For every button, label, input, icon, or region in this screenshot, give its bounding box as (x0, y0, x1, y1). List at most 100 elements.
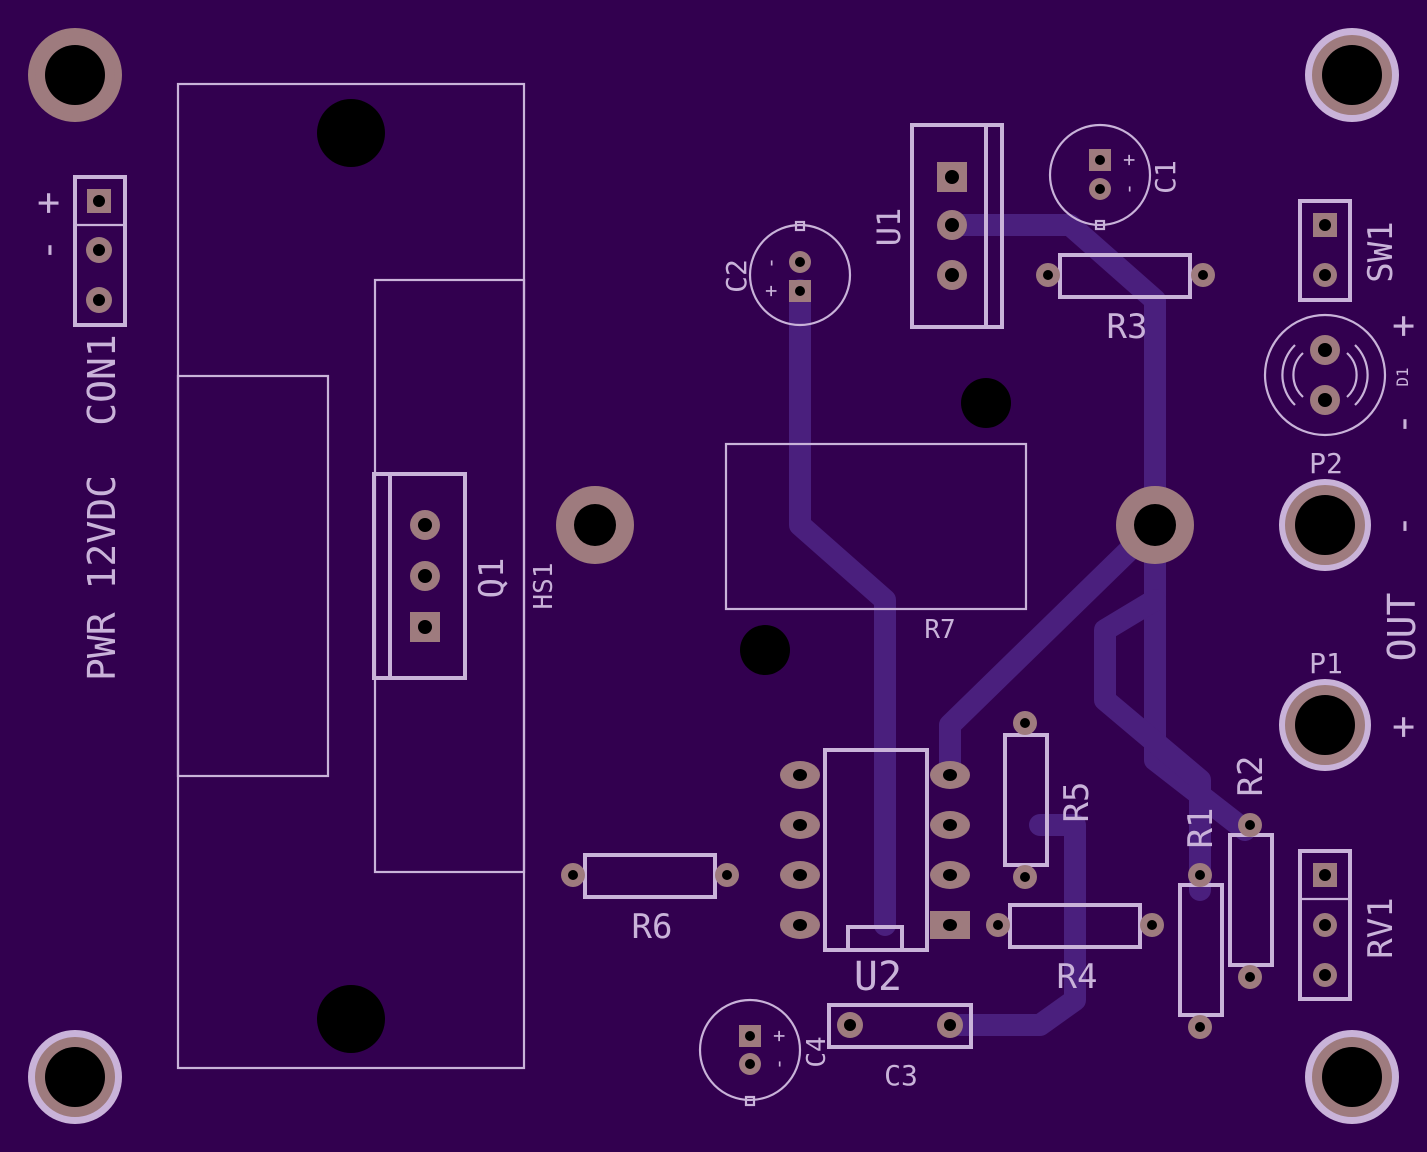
con1-pad-3-drill (93, 294, 105, 306)
hs1-inner-left (176, 374, 330, 778)
r3-pad-2-drill (1198, 270, 1208, 280)
trace-u1-r3 (944, 214, 1256, 841)
r2-ref-label: R2 (1231, 756, 1271, 797)
u2-pin-1-drill (943, 769, 957, 781)
out-label: OUT (1380, 593, 1424, 662)
c3-pad-1-drill (844, 1019, 856, 1031)
rv1-outline (1298, 849, 1352, 1001)
sw1-outline (1298, 199, 1352, 302)
u2-pin-3-drill (943, 869, 957, 881)
r2-resistor: R2 (1228, 756, 1274, 989)
trace-p-mount-u2 (939, 514, 1166, 781)
d1-led: D1 + - (1263, 313, 1425, 437)
sw1-switch: SW1 (1298, 199, 1401, 302)
r5-pad-1-drill (1020, 718, 1030, 728)
d1-arc-4 (1346, 352, 1358, 398)
u2-pin-5-drill (793, 919, 807, 931)
r4-body (1008, 903, 1142, 949)
r7-body (724, 442, 1028, 611)
trace-r5-r4 (949, 814, 1086, 1036)
r7-resistor: R7 (724, 378, 1194, 675)
trace-c2-r7 (789, 279, 896, 936)
con1-pad-1-drill (93, 195, 105, 207)
p1-sign-label: + (1381, 716, 1425, 739)
r6-pad-2-drill (722, 870, 732, 880)
mount-hole-bottom-right-drill (1322, 1047, 1382, 1107)
c2-ref-label: C2 (720, 259, 753, 293)
u1-outline (910, 123, 1004, 329)
p2-sign-label: - (1381, 515, 1425, 538)
c1-plus-label: + (1117, 154, 1141, 166)
c2-plus-label: + (759, 285, 783, 297)
mount-hole-bottom-left-drill (45, 1047, 105, 1107)
hs1-mount-drill (574, 504, 616, 546)
con1-outline (73, 175, 127, 327)
con1-plus-label: + (26, 192, 70, 215)
d1-ref-label: D1 (1393, 367, 1412, 386)
r7-hole-bottom (740, 625, 790, 675)
u2-pin-7-drill (793, 819, 807, 831)
c2-pad-1-drill (795, 257, 805, 267)
r4-ref-label: R4 (1057, 957, 1098, 997)
r3-body (1058, 253, 1192, 299)
c4-marker (744, 1095, 756, 1107)
r7-hole-top (961, 378, 1011, 428)
c1-minus-label: - (1117, 183, 1141, 195)
p1-drill (1295, 695, 1355, 755)
u1-ref-label: U1 (870, 208, 908, 247)
r5-pad-2-drill (1020, 872, 1030, 882)
q1-pad-1-drill (418, 518, 432, 532)
con1-pad-2-drill (93, 244, 105, 256)
p2-ref-label: P2 (1309, 447, 1343, 480)
c2-marker (794, 220, 806, 232)
c2-capacitor: - + C2 (720, 220, 852, 327)
p1-ref-label: P1 (1309, 647, 1343, 680)
u2-pin-8-drill (793, 769, 807, 781)
r5-ref-label: R5 (1057, 782, 1097, 823)
r6-body (583, 853, 717, 899)
r2-pad-1-drill (1245, 820, 1255, 830)
con1-minus-label: - (26, 239, 70, 262)
u1-regulator: U1 (870, 123, 1004, 329)
q1-pad-3-drill (418, 620, 432, 634)
u2-ic: U2 (780, 748, 970, 1000)
c4-capacitor: + - C4 (698, 998, 832, 1107)
d1-arc-2 (1354, 344, 1369, 406)
mounting-holes (28, 28, 1399, 1124)
hs1-hole-top (317, 99, 385, 167)
mount-hole-top-right-drill (1322, 45, 1382, 105)
c1-outline (1048, 123, 1152, 227)
r6-pad-1-drill (568, 870, 578, 880)
q1-pad-2-drill (418, 569, 432, 583)
hs1-ref-label: HS1 (529, 563, 559, 610)
u2-ref-label: U2 (854, 954, 902, 1000)
c3-outline (827, 1003, 973, 1049)
r1-pad-2-drill (1195, 1022, 1205, 1032)
c3-capacitor: C3 (827, 1003, 973, 1092)
c4-outline (698, 998, 802, 1102)
c2-minus-label: - (759, 257, 783, 269)
r3-resistor: R3 (1036, 253, 1215, 347)
r4-pad-2-drill (1147, 920, 1157, 930)
rv1-pad-2-drill (1319, 919, 1331, 931)
c4-pad-1-drill (745, 1031, 755, 1041)
output-terminals: P2 - OUT P1 + (1279, 447, 1425, 771)
u1-pad-2-drill (945, 218, 959, 232)
c2-outline (748, 223, 852, 327)
q1-ref-label: Q1 (472, 558, 512, 599)
sw1-pad-1-drill (1319, 219, 1331, 231)
d1-outline (1263, 313, 1387, 437)
r4-resistor: R4 (986, 903, 1164, 997)
d1-plus-label: + (1381, 315, 1425, 338)
r6-ref-label: R6 (632, 907, 673, 947)
con1-connector: + - CON1 PWR 12VDC (26, 175, 127, 681)
d1-pad-2-drill (1318, 393, 1332, 407)
c4-plus-label: + (767, 1030, 791, 1042)
u2-pin-6-drill (793, 869, 807, 881)
r3-ref-label: R3 (1107, 307, 1148, 347)
rv1-pad-1-drill (1319, 869, 1331, 881)
sw1-ref-label: SW1 (1361, 221, 1401, 282)
d1-minus-label: - (1381, 413, 1425, 436)
trace-r1 (1094, 589, 1211, 901)
